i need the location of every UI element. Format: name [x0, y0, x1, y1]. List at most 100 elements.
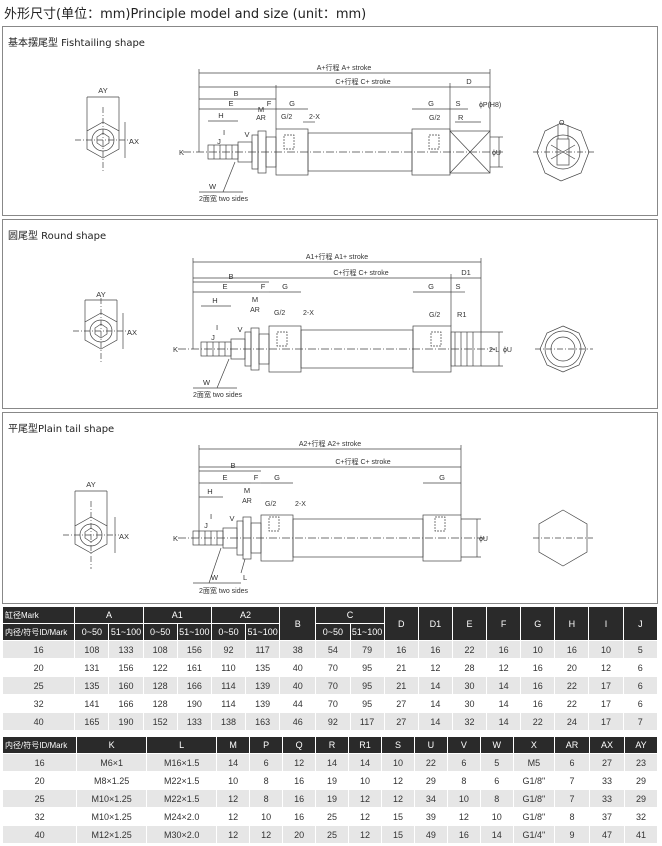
- table-cell: 166: [176, 676, 212, 695]
- table-cell: 156: [176, 640, 212, 659]
- table-cell: 10: [249, 807, 284, 826]
- table-cell: 27: [383, 694, 419, 713]
- table-cell: M22×1.5: [146, 771, 218, 790]
- header-cell: C: [315, 606, 385, 624]
- dim-c: C+行程 C+ stroke: [335, 457, 390, 466]
- table-cell: G1/8": [512, 807, 555, 826]
- bore-cell: 20: [1, 658, 76, 677]
- table-cell: 49: [413, 825, 448, 844]
- two-sides-note: 2面宽 two sides: [199, 194, 249, 203]
- header-cell: 0~50: [74, 623, 110, 641]
- table-cell: 16: [282, 807, 317, 826]
- table-cell: 95: [349, 658, 385, 677]
- table-cell: M10×1.25: [76, 807, 148, 826]
- table-cell: 70: [315, 658, 351, 677]
- table-cell: 15: [380, 825, 415, 844]
- table-cell: 10: [479, 807, 514, 826]
- table-cell: 7: [553, 789, 590, 808]
- table-cell: M30×2.0: [146, 825, 218, 844]
- table-cell: 33: [588, 789, 626, 808]
- table-cell: 14: [486, 676, 522, 695]
- table-cell: 38: [279, 640, 317, 659]
- dim-ar: AR: [256, 115, 266, 122]
- header-cell: I: [588, 606, 624, 641]
- dim-p: ϕP(H8): [479, 102, 501, 109]
- header-cell: 内径/符号ID/Mark: [1, 623, 76, 641]
- round-panel: 圆尾型 Round shape: [2, 219, 658, 409]
- dim-r1: R1: [457, 310, 467, 319]
- dim-j: J: [211, 333, 215, 342]
- dim-2x: 2-X: [303, 310, 314, 317]
- table-cell: 12: [588, 658, 624, 677]
- header-cell: R: [315, 736, 350, 754]
- table-cell: 12: [486, 658, 522, 677]
- dim-2x: 2-X: [309, 114, 320, 121]
- dim-j: J: [217, 137, 221, 146]
- header-cell: AR: [553, 736, 590, 754]
- panel-title: 平尾型Plain tail shape: [8, 424, 115, 435]
- table-cell: 156: [108, 658, 144, 677]
- table-cell: M16×1.5: [146, 753, 218, 772]
- table-cell: 33: [588, 771, 626, 790]
- table-cell: 108: [74, 640, 110, 659]
- bore-cell: 20: [1, 771, 78, 790]
- table-cell: 22: [520, 712, 556, 731]
- table-cell: 114: [210, 676, 247, 695]
- table-cell: 14: [417, 694, 453, 713]
- table-cell: 152: [142, 712, 178, 731]
- table-cell: 28: [451, 658, 488, 677]
- table-cell: 190: [108, 712, 144, 731]
- plain-tail-panel: 平尾型Plain tail shape: [2, 412, 658, 604]
- table-cell: 10: [216, 771, 251, 790]
- dim-f: F: [254, 473, 259, 482]
- dim-s: S: [455, 99, 460, 108]
- table-cell: 12: [282, 753, 317, 772]
- table-cell: 12: [348, 825, 382, 844]
- table-cell: 37: [588, 807, 626, 826]
- dim-g2: G: [428, 282, 434, 291]
- table-cell: 32: [624, 807, 658, 826]
- dim-e: E: [222, 473, 227, 482]
- table-cell: M22×1.5: [146, 789, 218, 808]
- dim-total: A2+行程 A2+ stroke: [299, 439, 361, 448]
- table-cell: 163: [245, 712, 281, 731]
- table-cell: 40: [279, 676, 317, 695]
- table-cell: 22: [451, 640, 488, 659]
- table-cell: 79: [349, 640, 385, 659]
- header-cell: 内径/符号ID/Mark: [1, 736, 78, 754]
- table-cell: 92: [210, 640, 247, 659]
- table-cell: M12×1.25: [76, 825, 148, 844]
- header-cell: G: [520, 606, 556, 641]
- table-cell: 12: [417, 658, 453, 677]
- dim-i: I: [223, 128, 225, 137]
- table-cell: 141: [74, 694, 110, 713]
- table-cell: 23: [624, 753, 658, 772]
- dim-k: K: [173, 345, 178, 354]
- dim-total: A+行程 A+ stroke: [317, 63, 372, 72]
- table-cell: 135: [245, 658, 281, 677]
- table-cell: 27: [383, 712, 419, 731]
- header-cell: Q: [282, 736, 317, 754]
- table-cell: 14: [417, 676, 453, 695]
- table-cell: 25: [315, 807, 350, 826]
- table-cell: 12: [380, 789, 415, 808]
- table-cell: 117: [245, 640, 281, 659]
- header-cell: 0~50: [142, 623, 178, 641]
- dim-ar: AR: [242, 498, 252, 505]
- panel-title: 基本摆尾型 Fishtailing shape: [8, 38, 145, 49]
- table-cell: 12: [216, 807, 251, 826]
- dim-i: I: [216, 323, 218, 332]
- table-cell: 14: [216, 753, 251, 772]
- table-cell: 114: [210, 694, 247, 713]
- table-cell: 16: [554, 640, 590, 659]
- header-cell: AY: [624, 736, 658, 754]
- header-cell: 缸径Mark: [1, 606, 76, 624]
- dim-i: I: [210, 512, 212, 521]
- table-cell: 5: [622, 640, 659, 659]
- table-cell: 139: [245, 694, 281, 713]
- bore-cell: 40: [1, 712, 76, 731]
- table-cell: 12: [249, 825, 284, 844]
- table-cell: 14: [479, 825, 514, 844]
- table-cell: 165: [74, 712, 110, 731]
